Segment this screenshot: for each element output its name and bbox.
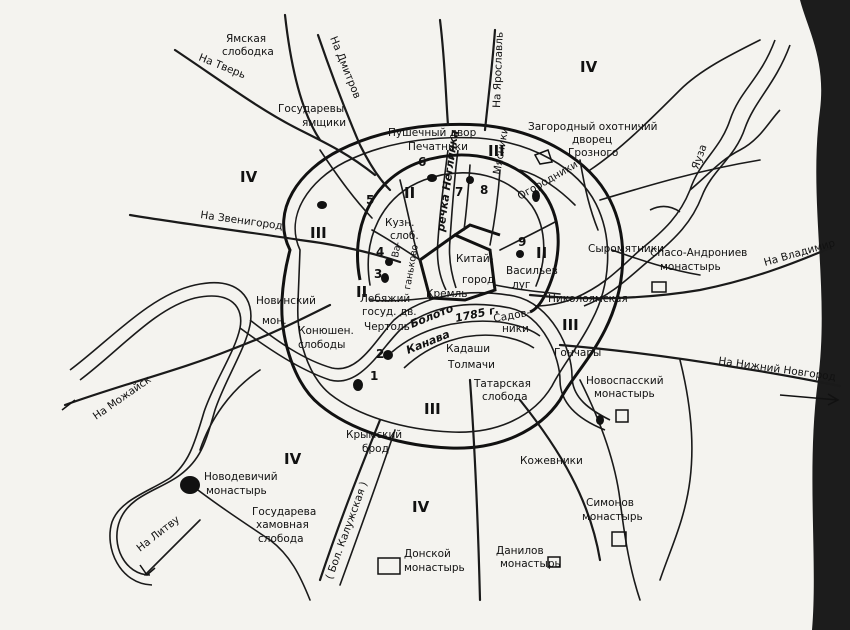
- khamov-label-3: слобода: [258, 533, 304, 545]
- donskoy-label-2: монастырь: [404, 562, 465, 574]
- krymsky-label: Крымский: [346, 429, 402, 441]
- kozhevniki-label: Кожевники: [520, 455, 583, 467]
- inner-streets: [319, 149, 599, 302]
- site-number-7: 7: [455, 185, 463, 199]
- zone-iii-right: III: [562, 316, 579, 334]
- pechatniki-label: Печатники: [408, 141, 468, 153]
- lebyazhy-label-2: госуд. дв.: [362, 306, 417, 318]
- chertol-label: Чертоль: [364, 321, 410, 333]
- sadovniki-label-2: ники: [502, 323, 529, 335]
- vagankovo-label: Ва-: [390, 241, 404, 258]
- pushechny-label: Пушечный двор: [388, 127, 477, 139]
- nikoloyamskaya-label: Николоямская: [548, 293, 628, 305]
- ogorodniki-label: Огородники: [516, 158, 580, 202]
- simonov-label-2: монастырь: [582, 511, 643, 523]
- site-number-4: 4: [376, 245, 384, 259]
- krymsky-label-2: брод: [362, 443, 389, 455]
- konyushen-label-2: слободы: [298, 339, 345, 351]
- zone-labels: IV IV III II III II III II III IV IV: [240, 58, 598, 516]
- zone-iv-left: IV: [240, 168, 258, 186]
- zone-ii-right: II: [536, 244, 547, 262]
- kuzn-label: Кузн.: [385, 217, 414, 229]
- zone-iv-south: IV: [412, 498, 430, 516]
- novospassky-label: Новоспасский: [586, 375, 664, 387]
- andronikov-monastery-icon: [651, 281, 667, 293]
- zone-iv-sw: IV: [284, 450, 302, 468]
- road-mozhaisk-label: На Можайск: [91, 374, 154, 423]
- danilov-label-2: монастырь: [500, 558, 561, 570]
- road-yaroslavl-label: На Ярославль: [491, 32, 506, 108]
- road-nizhny-label: На Нижний Новгород: [718, 355, 837, 383]
- site-number-8: 8: [480, 183, 488, 197]
- zone-ii-low: II: [356, 283, 367, 301]
- road-labels: На Тверь На Дмитров На Ярославль На Звен…: [91, 32, 837, 581]
- site-number-6: 6: [418, 155, 426, 169]
- zemlyanoy-gorod-ring: [280, 122, 625, 450]
- site-number-2: 2: [376, 347, 384, 361]
- road-zvenigorod-label: На Звенигород: [200, 209, 284, 232]
- hunting-palace-icon: [533, 149, 553, 165]
- kitay-label-2: город: [462, 274, 494, 286]
- zone-iv-top-right: IV: [580, 58, 598, 76]
- site-markers: [180, 174, 604, 494]
- yamschiki-label-2: ямщики: [302, 117, 346, 129]
- page-edge-shadow: [800, 0, 850, 630]
- donskoy-label: Донской: [404, 548, 451, 560]
- donskoy-monastery-icon: [377, 557, 401, 575]
- site-number-5: 5: [366, 193, 374, 207]
- road-arrows: [61, 393, 840, 577]
- khamov-label-2: хамовная: [256, 519, 309, 531]
- novospassky-label-2: монастырь: [594, 388, 655, 400]
- yamskaya-label-2: слободка: [222, 46, 274, 58]
- tatar-label-2: слобода: [482, 391, 528, 403]
- site-number-9: 9: [518, 235, 526, 249]
- yamschiki-label: Государевы: [278, 103, 344, 115]
- radial-roads: [63, 13, 842, 602]
- road-litva-label: На Литву: [134, 514, 182, 555]
- kreml-label: Кремль: [426, 288, 467, 300]
- moskva-river: [69, 282, 611, 586]
- vasiliev-label-2: луг: [512, 279, 530, 291]
- kuzn-label-2: слоб.: [390, 230, 419, 242]
- kadashi-label: Кадаши: [446, 343, 490, 355]
- site-number-3: 3: [374, 267, 382, 281]
- zone-ii-left: II: [404, 184, 415, 202]
- simonov-monastery-icon: [611, 531, 627, 547]
- number-labels: 1 2 3 4 5 6 7 8 9: [366, 155, 526, 383]
- konyushen-label: Конюшен.: [298, 325, 354, 337]
- place-labels: Ямская слободка Государевы ямщики Пушечн…: [204, 33, 747, 574]
- tatar-label: Татарская: [473, 378, 531, 390]
- zone-iii-left: III: [310, 224, 327, 242]
- novinsky-label-2: мон.: [262, 315, 287, 327]
- zagorodny-label-3: Грозного: [568, 147, 618, 159]
- kremlin-walls: [418, 223, 501, 302]
- site-number-1: 1: [370, 369, 378, 383]
- simonov-label: Симонов: [586, 497, 634, 509]
- kanava-label: Канава: [404, 328, 451, 357]
- lebyazhy-label: Лебяжий: [360, 293, 410, 305]
- tolmachi-label: Толмачи: [447, 359, 495, 371]
- goncahry-label: Гончары: [554, 347, 601, 359]
- zagorodny-label: Загородный охотничий: [528, 121, 658, 133]
- novinsky-label: Новинский: [256, 295, 316, 307]
- syromyatniki-label: Сыромятники: [588, 243, 664, 255]
- danilov-monastery-icon: [547, 556, 561, 568]
- zagorodny-label-2: дворец: [572, 134, 612, 146]
- novodev-label: Новодевичий: [204, 471, 278, 483]
- monastery-icons: [377, 149, 667, 575]
- andronikov-label-2: монастырь: [660, 261, 721, 273]
- road-dmitrov-label: На Дмитров: [327, 35, 363, 101]
- yauza-label: Яуза: [690, 143, 710, 171]
- yamskaya-label: Ямская: [226, 33, 266, 45]
- zone-iii-top: III: [488, 142, 505, 160]
- novospassky-monastery-icon: [615, 409, 629, 423]
- khamov-label: Государева: [252, 506, 316, 518]
- andronikov-label: Спасо-Андрониев: [650, 247, 747, 259]
- novodev-label-2: монастырь: [206, 485, 267, 497]
- danilov-label: Данилов: [496, 545, 544, 557]
- vasiliev-label: Васильев: [506, 265, 558, 277]
- kitay-label: Китай-: [456, 253, 494, 265]
- zone-iii-south: III: [424, 400, 441, 418]
